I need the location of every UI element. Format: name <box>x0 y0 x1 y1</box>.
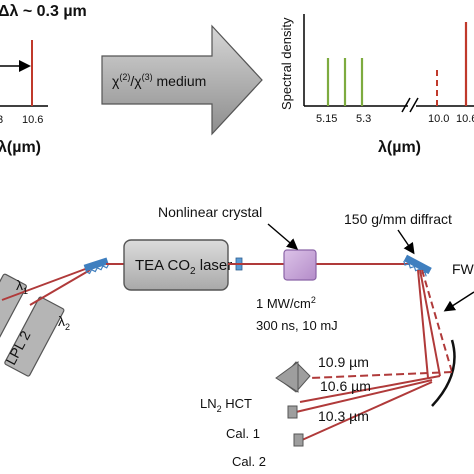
right-ylabel: Spectral density <box>279 17 294 110</box>
fw-pointer <box>443 291 474 312</box>
intensity-label: 1 MW/cm2 <box>256 295 316 311</box>
right-grating <box>403 254 432 277</box>
lambda1-label: λ1 <box>16 277 28 296</box>
beam-down-2 <box>419 269 441 377</box>
left-axis-label: λ(µm) <box>0 139 41 156</box>
hct-cone <box>275 361 299 393</box>
left-tick-10-6: 10.6 <box>22 114 43 126</box>
right-tick-10-6: 10.6 <box>456 113 474 125</box>
laser-label: TEA CO2 laser <box>135 257 232 277</box>
beam-10-9-label: 10.9 µm <box>318 354 369 370</box>
grating-pointer <box>397 229 415 255</box>
curved-mirror <box>431 339 456 407</box>
cal2-detector <box>293 433 304 447</box>
beam-lambda1 <box>1 267 89 301</box>
medium-label: χ(2)/χ(3) medium <box>112 72 206 89</box>
beam-10-6 <box>299 375 441 403</box>
hct-label: LN2 HCT <box>200 396 252 414</box>
cal1-label: Cal. 1 <box>226 426 260 441</box>
beam-down-1 <box>417 269 429 379</box>
pulse-label: 300 ns, 10 mJ <box>256 318 338 333</box>
left-tick-3: 3 <box>0 114 3 126</box>
output-spectrum: Spectral density 5.15 5.3 10.0 10.6 λ(µm… <box>279 14 474 156</box>
axis-break-1 <box>401 97 411 113</box>
lpl2-box <box>4 296 65 377</box>
crystal-label: Nonlinear crystal <box>158 204 262 220</box>
big-arrow-shape <box>101 24 263 136</box>
cal2-label: Cal. 2 <box>232 454 266 469</box>
crystal-pointer <box>267 223 299 250</box>
right-axis-label: λ(µm) <box>378 139 421 156</box>
fw-label: FW <box>452 261 474 277</box>
cal1-detector <box>287 405 298 419</box>
right-tick-5-15: 5.15 <box>316 113 337 125</box>
lpl1-box <box>0 273 27 339</box>
input-spectrum: Δλ ~ 0.3 µm 3 10.6 λ(µm) <box>0 3 87 156</box>
linewidth-label: Δλ ~ 0.3 µm <box>0 3 87 20</box>
beam-lambda2 <box>29 269 91 306</box>
beam-down-dashed <box>421 269 453 373</box>
beam-10-6-label: 10.6 µm <box>320 378 371 394</box>
left-grating <box>83 257 110 275</box>
axis-break-2 <box>409 97 419 113</box>
grating-label: 150 g/mm diffract <box>344 211 452 227</box>
beam-10-3 <box>295 379 433 413</box>
right-tick-5-3: 5.3 <box>356 113 371 125</box>
beam-cal-2 <box>301 381 433 441</box>
conversion-arrow: χ(2)/χ(3) medium <box>101 24 263 136</box>
beam-10-3-label: 10.3 µm <box>318 408 369 424</box>
lambda2-label: λ2 <box>58 313 70 332</box>
nonlinear-crystal <box>283 249 317 281</box>
right-tick-10-0: 10.0 <box>428 113 449 125</box>
experimental-setup: LPL 2 λ1 λ2 TEA CO2 laser Nonlinear crys… <box>0 204 474 469</box>
